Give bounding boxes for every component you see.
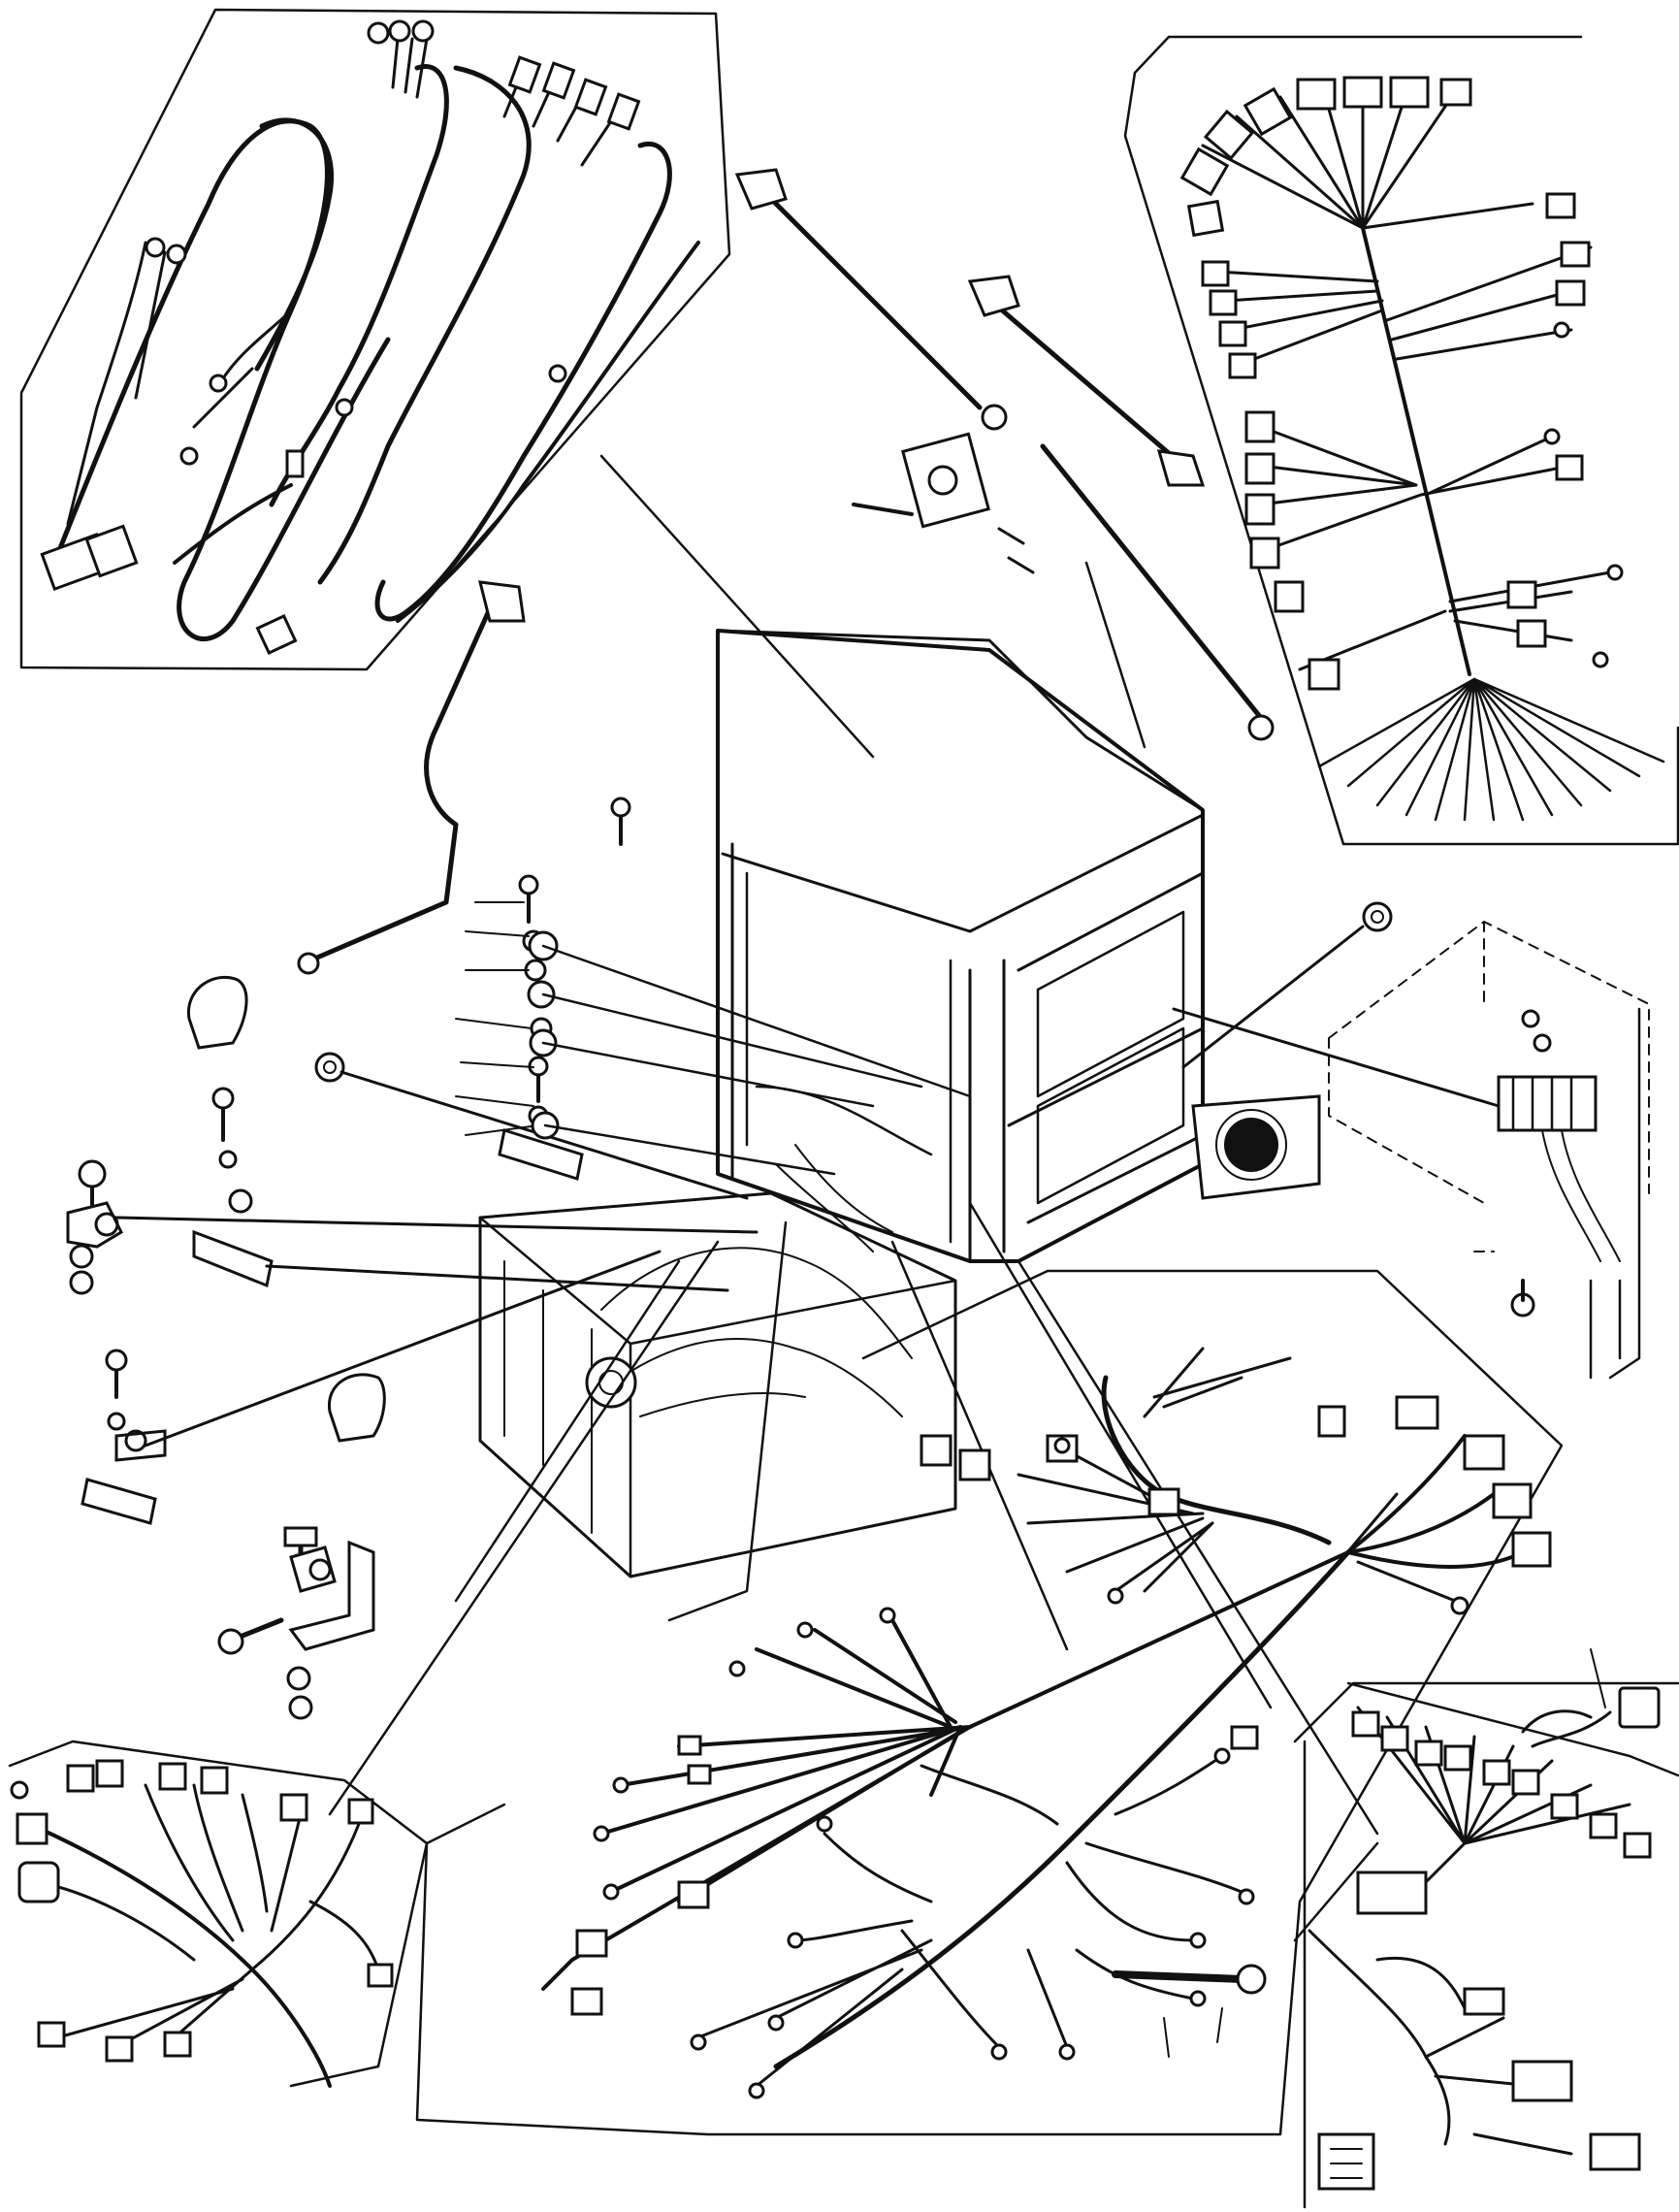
harness-callout-bottom-center	[415, 1269, 1564, 2136]
wire-harness-icon	[1308, 1706, 1652, 2191]
harness-callout-bottom-left	[8, 1740, 429, 2088]
plug-icon	[1521, 1648, 1661, 1748]
bolt-icon	[78, 797, 631, 1655]
wire-harness-icon	[541, 1347, 1552, 2099]
harness-callout-top-left	[19, 8, 731, 671]
leader-lines	[328, 454, 1379, 1836]
grommet-icon	[1181, 901, 1393, 1069]
wire-harness-icon	[40, 19, 700, 656]
bolt-icon	[1510, 1279, 1535, 1317]
speaker-icon	[1191, 1094, 1321, 1200]
battery-cable	[297, 168, 1275, 975]
switch-icon	[852, 432, 1035, 574]
wire-harness-icon	[1179, 76, 1665, 822]
grommet-icon	[187, 930, 749, 1443]
relay-block-icon	[1172, 921, 1650, 1380]
harness-callout-top-right	[1123, 35, 1679, 846]
terminal-icon	[297, 168, 1275, 975]
wire-harness-icon	[10, 1759, 394, 2088]
clamp-icon	[66, 1128, 759, 1651]
harness-callout-bottom-right	[1293, 1648, 1679, 2209]
